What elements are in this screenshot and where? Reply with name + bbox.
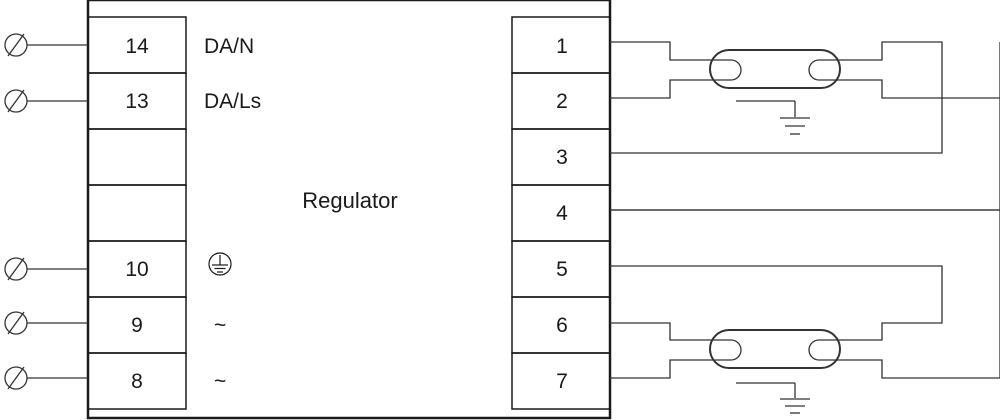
terminal-function-label: DA/Ls <box>204 90 261 113</box>
terminal-number: 9 <box>131 314 143 337</box>
terminal-number: 1 <box>556 35 568 58</box>
earth-ground-icon <box>780 117 810 135</box>
screw-terminal-icon <box>4 257 28 281</box>
screw-terminal-icon <box>4 89 28 113</box>
screw-terminal-icon <box>4 311 28 335</box>
terminal-number: 10 <box>125 258 148 281</box>
terminal-cell-8 <box>87 352 187 410</box>
left-terminal-block <box>87 16 187 410</box>
screw-terminal-icon <box>4 366 28 390</box>
terminal-number: 8 <box>131 370 143 393</box>
terminal-number: 5 <box>556 258 568 281</box>
terminal-cell-empty <box>87 184 187 242</box>
terminal-function-label: ~ <box>214 314 226 337</box>
fluorescent-tube-icon <box>709 49 841 89</box>
input-wires <box>27 44 88 379</box>
screw-terminal-icon <box>4 33 28 57</box>
terminal-function-label: ~ <box>214 370 226 393</box>
terminal-number: 4 <box>556 202 568 225</box>
earth-ground-icon <box>780 398 810 414</box>
terminal-cell-empty <box>87 128 187 186</box>
terminal-function-label: DA/N <box>204 35 254 58</box>
terminal-number: 2 <box>556 90 568 113</box>
regulator-label: Regulator <box>302 188 397 213</box>
terminal-number: 6 <box>556 314 568 337</box>
lower-lamp-wiring <box>610 209 1000 398</box>
protective-earth-icon <box>208 252 232 276</box>
fluorescent-tube-icon <box>709 329 841 369</box>
terminal-number: 7 <box>556 370 568 393</box>
terminal-number: 3 <box>556 146 568 169</box>
terminal-number: 14 <box>125 35 149 58</box>
right-terminal-block <box>511 16 611 410</box>
terminal-number: 13 <box>125 90 148 113</box>
terminal-cell-7 <box>511 352 611 410</box>
